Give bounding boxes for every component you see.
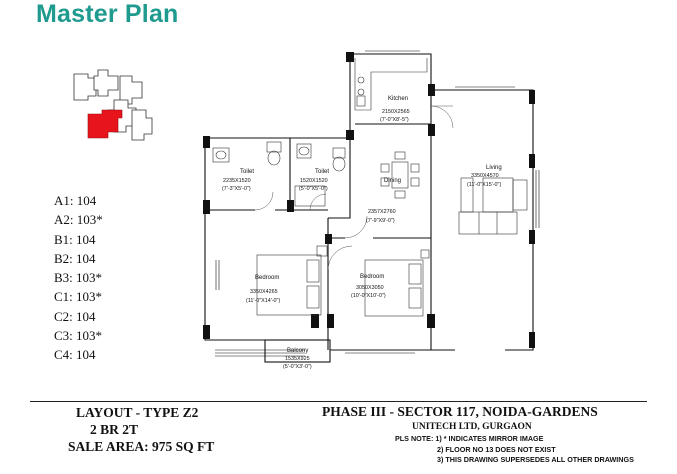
room-name: Balcony — [287, 348, 308, 354]
room-name: Toilet — [315, 169, 329, 175]
balcony-outline — [264, 339, 331, 363]
column — [529, 90, 535, 104]
column — [428, 84, 435, 96]
unit-list: A1: 104 A2: 103* B1: 104 B2: 104 B3: 103… — [54, 191, 103, 365]
key-block-a — [73, 73, 97, 101]
note-2: 2) FLOOR NO 13 DOES NOT EXIST — [437, 444, 556, 454]
wall — [328, 138, 351, 219]
unit-entry: A1: 104 — [54, 193, 97, 208]
key-block-b — [93, 69, 119, 97]
column — [346, 130, 354, 140]
room-size-ft: (7'-3"X5'-0") — [222, 186, 251, 192]
column — [203, 136, 210, 148]
floor-plan: Kitchen 2150X2565 (7'-0"X8'-5") Toilet 2… — [203, 50, 540, 370]
column — [287, 200, 294, 212]
project-phase: PHASE III - SECTOR 117, NOIDA-GARDENS — [322, 404, 598, 419]
note-3: 3) THIS DRAWING SUPERSEDES ALL OTHER DRA… — [437, 455, 634, 464]
room-size-ft: (11'-0"X14'-0") — [246, 298, 280, 304]
company-name: UNITECH LTD, GURGAON — [412, 422, 532, 432]
key-plan — [73, 69, 153, 141]
column — [427, 314, 435, 328]
room-name: Toilet — [240, 169, 254, 175]
room-size: 2235X1520 — [223, 178, 251, 184]
room-size-ft: (11'-0"X15'-0") — [467, 182, 501, 188]
layout-info: LAYOUT - TYPE Z2 2 BR 2T SALE AREA: 975 … — [68, 404, 214, 455]
room-name: Living — [486, 165, 502, 171]
room-name: Kitchen — [388, 96, 408, 102]
key-block-e — [131, 109, 153, 141]
bed-1 — [256, 254, 322, 316]
dining-table — [391, 161, 409, 189]
highlighted-unit — [87, 109, 123, 139]
column — [529, 332, 535, 348]
unit-entry: A2: 103* — [54, 212, 103, 228]
room-size: 1520X1520 — [300, 178, 328, 184]
room-size: 3350X4265 — [250, 289, 278, 295]
column — [203, 325, 210, 339]
room-size-ft: (10'-0"X10'-0") — [351, 293, 386, 299]
room-size-ft: (7'-0"X8'-5") — [380, 117, 409, 123]
column — [311, 314, 319, 328]
page-title: Master Plan — [36, 0, 179, 28]
column — [325, 234, 332, 244]
column — [203, 200, 210, 214]
column — [529, 230, 535, 244]
room-size: 3350X4570 — [471, 173, 499, 179]
sale-area: SALE AREA: 975 SQ FT — [68, 439, 215, 454]
layout-type: LAYOUT - TYPE Z2 — [76, 405, 199, 420]
column — [346, 52, 354, 62]
column — [529, 154, 535, 168]
unit-entry: C2: 104 — [54, 308, 96, 324]
room-size-ft: (7'-9"X9'-0") — [366, 218, 395, 224]
room-name: Bedroom — [255, 275, 279, 281]
room-size: 2357X2760 — [368, 209, 396, 215]
wc — [267, 150, 281, 166]
unit-entry: B2: 104 — [54, 250, 96, 266]
room-size-ft: (5'-0"X3'-0") — [283, 364, 312, 370]
unit-entry: B3: 103* — [54, 270, 103, 286]
room-size: 1535X925 — [285, 356, 310, 362]
unit-entry: B1: 104 — [54, 231, 96, 247]
room-size: 3050X3050 — [356, 285, 384, 291]
unit-entry: C3: 103* — [54, 328, 103, 344]
column — [327, 314, 334, 328]
kitchen-counter — [354, 58, 428, 111]
notes: PLS NOTE: 1) * INDICATES MIRROR IMAGE 2)… — [395, 434, 634, 466]
column — [428, 124, 435, 136]
room-size-ft: (5'-0"X5'-0") — [299, 186, 328, 192]
bed-2 — [364, 259, 424, 317]
footer-divider — [30, 401, 647, 402]
room-size: 2150X2565 — [382, 109, 410, 115]
unit-entry: C1: 103* — [54, 289, 103, 305]
wash-basin — [212, 147, 230, 163]
layout-config: 2 BR 2T — [90, 422, 139, 437]
room-name: Bedroom — [360, 274, 384, 280]
unit-entry: C4: 104 — [54, 347, 96, 363]
note-1: PLS NOTE: 1) * INDICATES MIRROR IMAGE — [395, 434, 544, 443]
wall — [431, 89, 534, 351]
room-name: Dining — [384, 178, 401, 184]
wall — [350, 53, 432, 122]
